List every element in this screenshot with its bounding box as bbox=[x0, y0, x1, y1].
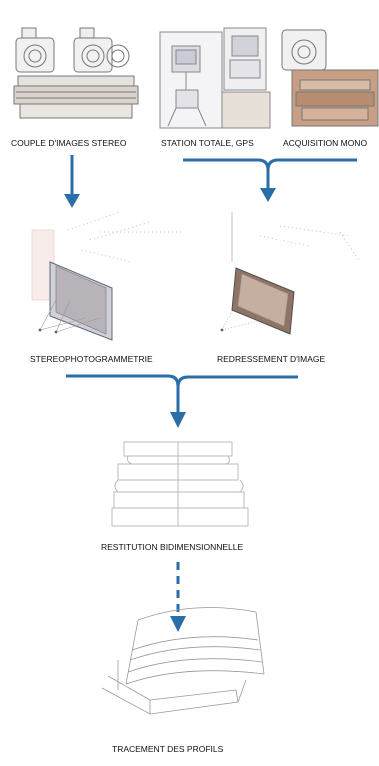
caption-restitution-2d: RESTITUTION BIDIMENSIONNELLE bbox=[101, 542, 243, 552]
image-rectification-sketch bbox=[220, 212, 361, 335]
total-station-image bbox=[159, 27, 271, 129]
arrow-merge-to-rectification bbox=[183, 158, 357, 202]
profiles-sketch bbox=[101, 607, 265, 715]
arrow-stereo-down bbox=[64, 155, 80, 208]
arrow-merge-to-restitution bbox=[66, 374, 298, 428]
caption-mono-acquisition: ACQUISITION MONO bbox=[283, 138, 367, 148]
stereo-cameras-image bbox=[13, 27, 139, 119]
mono-acquisition-image bbox=[281, 29, 379, 127]
caption-stereophotogrammetry: STEREOPHOTOGRAMMETRIE bbox=[30, 354, 153, 364]
stereophotogrammetry-sketch bbox=[31, 211, 182, 341]
caption-total-station: STATION TOTALE, GPS bbox=[161, 138, 254, 148]
restitution-drawing bbox=[111, 441, 249, 527]
caption-profile-tracing: TRACEMENT DES PROFILS bbox=[112, 744, 224, 754]
caption-stereo-pair: COUPLE D'IMAGES STEREO bbox=[11, 138, 127, 148]
caption-image-rectification: REDRESSEMENT D'IMAGE bbox=[217, 354, 326, 364]
arrow-dashed-to-profiles bbox=[170, 562, 186, 632]
